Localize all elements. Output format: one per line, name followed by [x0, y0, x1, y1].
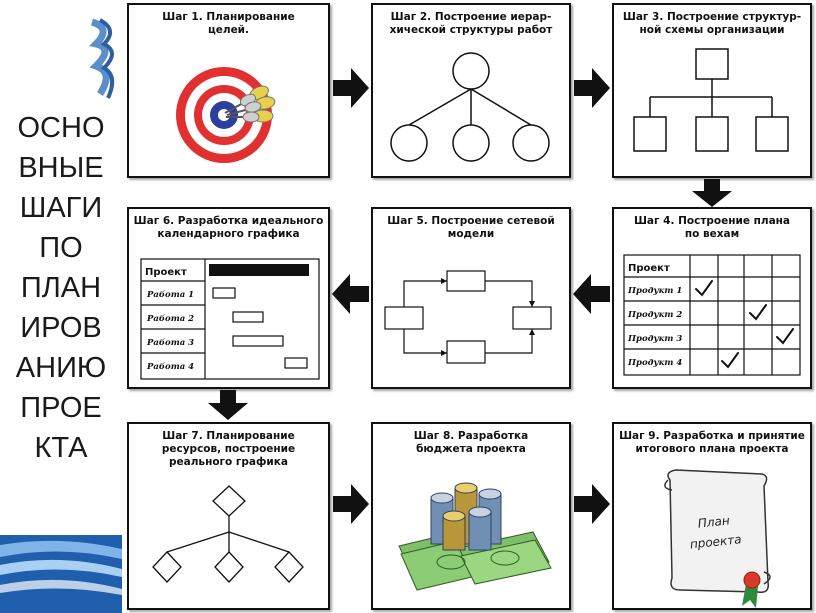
step-6-caption: Шаг 6. Разработка идеального календарног… — [133, 215, 324, 240]
step-9-box: Шаг 9. Разработка и принятие итогового п… — [612, 422, 812, 610]
gantt-bar — [284, 357, 308, 369]
side-title-line: ИРОВ — [20, 312, 102, 344]
arrow-left-icon — [332, 274, 369, 314]
arrow-left-icon — [573, 274, 610, 314]
check-icon — [721, 352, 739, 369]
step-8-box: Шаг 8. Разработка бюджета проекта — [371, 422, 571, 610]
step-8-caption: Шаг 8. Разработка бюджета проекта — [413, 430, 529, 455]
check-icon — [749, 304, 767, 321]
step-4-box: Шаг 4. Построение плана по вехам Проект … — [612, 207, 812, 389]
milestone-row-label: Продукт 4 — [627, 358, 682, 368]
logo-icon — [89, 18, 115, 99]
arrow-right-icon — [333, 68, 369, 108]
scroll-text-line1: План — [697, 513, 730, 530]
step-2-caption: Шаг 2. Построение иерар- хической структ… — [389, 11, 553, 36]
step-1-caption: Шаг 1. Планирование целей. — [162, 11, 295, 36]
side-title-line: ОСНО — [17, 112, 105, 144]
arrow-right-icon — [574, 484, 610, 524]
step-7-box: Шаг 7. Планирование ресурсов, построение… — [127, 422, 330, 610]
network-model-icon — [384, 270, 552, 364]
project-plan-scroll-icon: План проекта — [664, 469, 771, 608]
gantt-bar — [232, 311, 264, 323]
milestone-row-label: Продукт 2 — [627, 310, 682, 320]
side-title-line: ПЛАН — [20, 272, 102, 304]
milestone-row-label: Продукт 3 — [627, 334, 682, 344]
scroll-text-line2: проекта — [689, 532, 742, 551]
check-icon — [695, 280, 713, 297]
step-3-caption: Шаг 3. Построение структур- ной схемы ор… — [622, 11, 802, 36]
milestone-table-header: Проект — [628, 263, 670, 274]
money-icon — [398, 482, 552, 591]
gantt-header: Проект — [145, 267, 187, 278]
target-icon — [176, 67, 276, 163]
step-7-caption: Шаг 7. Планирование ресурсов, построение… — [161, 430, 296, 468]
side-title-line: КТА — [34, 432, 88, 464]
arrow-down-icon — [692, 179, 732, 207]
milestone-table: Проект Продукт 1 Продукт 2 Продукт 3 Про… — [623, 254, 801, 376]
gantt-bar — [212, 287, 236, 299]
side-title: ОСНО ВНЫЕ ШАГИ ПО ПЛАН ИРОВ АНИЮ ПРОЕ КТ… — [0, 108, 122, 468]
milestone-row-label: Продукт 1 — [627, 286, 682, 296]
gantt-row-label: Работа 2 — [146, 313, 194, 324]
step-1-box: Шаг 1. Планирование целей. — [127, 3, 330, 178]
step-6-box: Шаг 6. Разработка идеального календарног… — [127, 207, 330, 389]
gantt-row-label: Работа 1 — [146, 289, 194, 300]
arrow-right-icon — [574, 68, 610, 108]
hierarchy-circles-icon — [390, 52, 550, 162]
step-5-caption: Шаг 5. Построение сетевой модели — [387, 215, 555, 240]
step-5-box: Шаг 5. Построение сетевой модели — [371, 207, 571, 389]
gantt-chart-icon: Проект Работа 1 Работа 2 Работа 3 Работа… — [140, 258, 320, 380]
gantt-bar — [232, 335, 284, 347]
gantt-row-label: Работа 3 — [146, 337, 194, 348]
arrow-down-icon — [208, 390, 248, 420]
step-4-caption: Шаг 4. Построение плана по вехам — [633, 215, 791, 240]
gantt-row-label: Работа 4 — [146, 361, 194, 372]
step-2-box: Шаг 2. Построение иерар- хической структ… — [371, 3, 571, 178]
org-chart-icon — [633, 48, 789, 152]
side-title-line: ВНЫЕ — [18, 152, 104, 184]
step-3-box: Шаг 3. Построение структур- ной схемы ор… — [612, 3, 812, 178]
seal-icon — [743, 571, 761, 589]
logo-waves-icon — [0, 535, 122, 613]
side-title-line: АНИЮ — [15, 352, 107, 384]
check-icon — [776, 328, 794, 345]
side-title-line: ШАГИ — [19, 192, 103, 224]
side-title-line: ПРОЕ — [20, 392, 102, 424]
step-9-caption: Шаг 9. Разработка и принятие итогового п… — [619, 430, 805, 455]
resource-tree-icon — [152, 485, 304, 583]
side-title-line: ПО — [39, 232, 83, 264]
arrow-right-icon — [333, 484, 369, 524]
gantt-bar-project — [209, 264, 309, 276]
